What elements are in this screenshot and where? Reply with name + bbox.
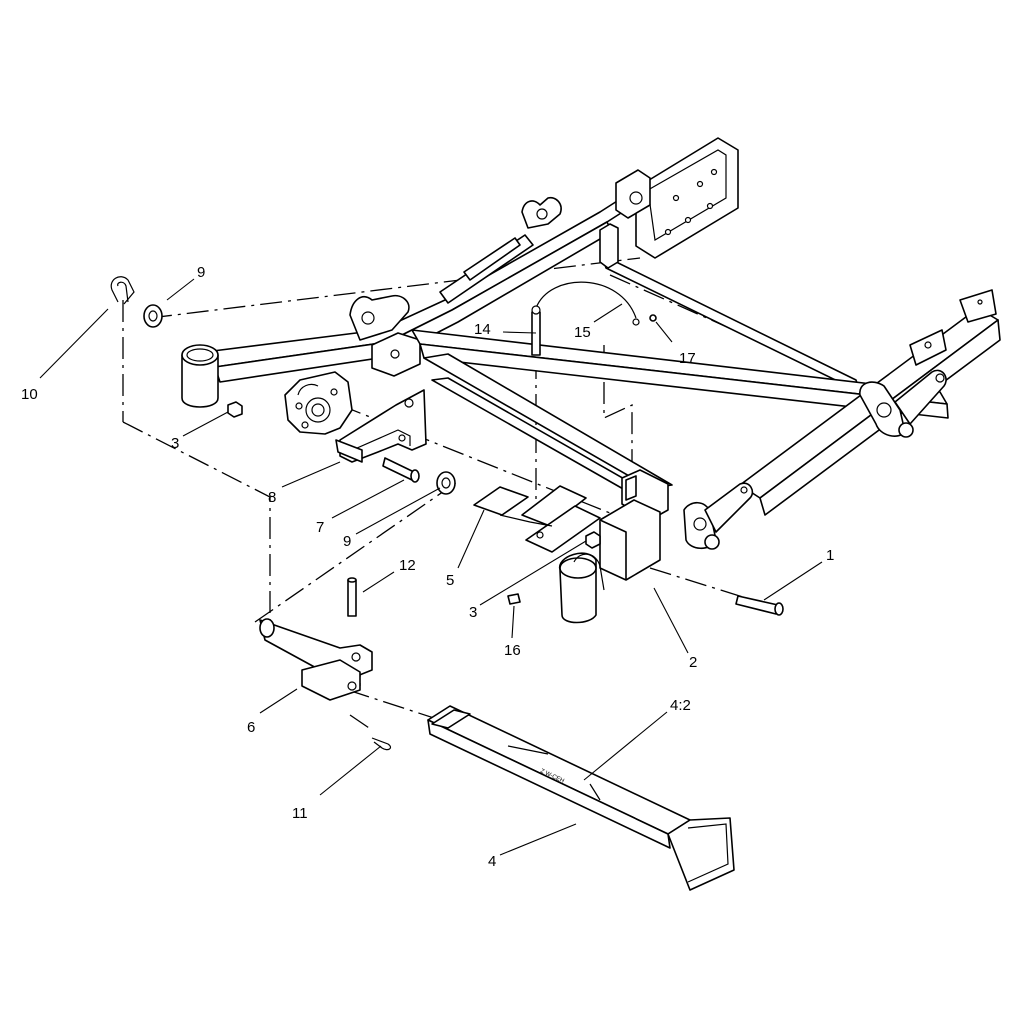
bolt-7 — [382, 457, 420, 483]
bolt-16 — [507, 593, 521, 605]
washer-9a — [143, 304, 163, 328]
callout-5: 5 — [446, 572, 454, 589]
callout-3b: 3 — [469, 604, 477, 621]
flange-nut-3a — [227, 401, 243, 418]
callout-8: 8 — [268, 489, 276, 506]
nut-17 — [649, 314, 657, 322]
callout-14: 14 — [474, 321, 491, 338]
anti-scalp-bracket — [335, 389, 427, 463]
wheel-bracket — [559, 499, 661, 624]
callout-labels: 1 2 3 3 4 4:2 5 6 7 8 9 9 10 11 12 14 15… — [21, 264, 834, 870]
cotter-pin-11 — [371, 737, 392, 751]
callout-4: 4 — [488, 853, 496, 870]
callout-6: 6 — [247, 719, 255, 736]
callout-1: 1 — [826, 547, 834, 564]
callout-7: 7 — [316, 519, 324, 536]
left-mount-tube — [181, 344, 219, 408]
hairpin-10 — [110, 276, 135, 305]
wear-plate — [473, 485, 601, 553]
callout-9a: 9 — [197, 264, 205, 281]
callout-15: 15 — [574, 324, 591, 341]
flange-nut-3b — [585, 531, 601, 549]
carriage-bolt — [735, 595, 784, 616]
callout-2: 2 — [689, 654, 697, 671]
callout-17: 17 — [679, 350, 696, 367]
callout-10: 10 — [21, 386, 38, 403]
pin-12 — [347, 577, 357, 617]
left-pivot-plate — [284, 371, 353, 435]
mower-deck-frame — [204, 137, 1001, 550]
callout-11: 11 — [292, 805, 308, 822]
callout-12: 12 — [399, 557, 416, 574]
callout-16: 16 — [504, 642, 521, 659]
callout-3a: 3 — [171, 435, 179, 452]
callout-9b: 9 — [343, 533, 351, 550]
callout-leaders — [39, 278, 823, 856]
anti-scalp-bar: Z W-CEH — [427, 705, 735, 891]
cable-14-15 — [531, 281, 640, 356]
lift-arm — [259, 618, 373, 701]
washer-9b — [436, 471, 456, 495]
callout-4-2: 4:2 — [670, 697, 691, 714]
